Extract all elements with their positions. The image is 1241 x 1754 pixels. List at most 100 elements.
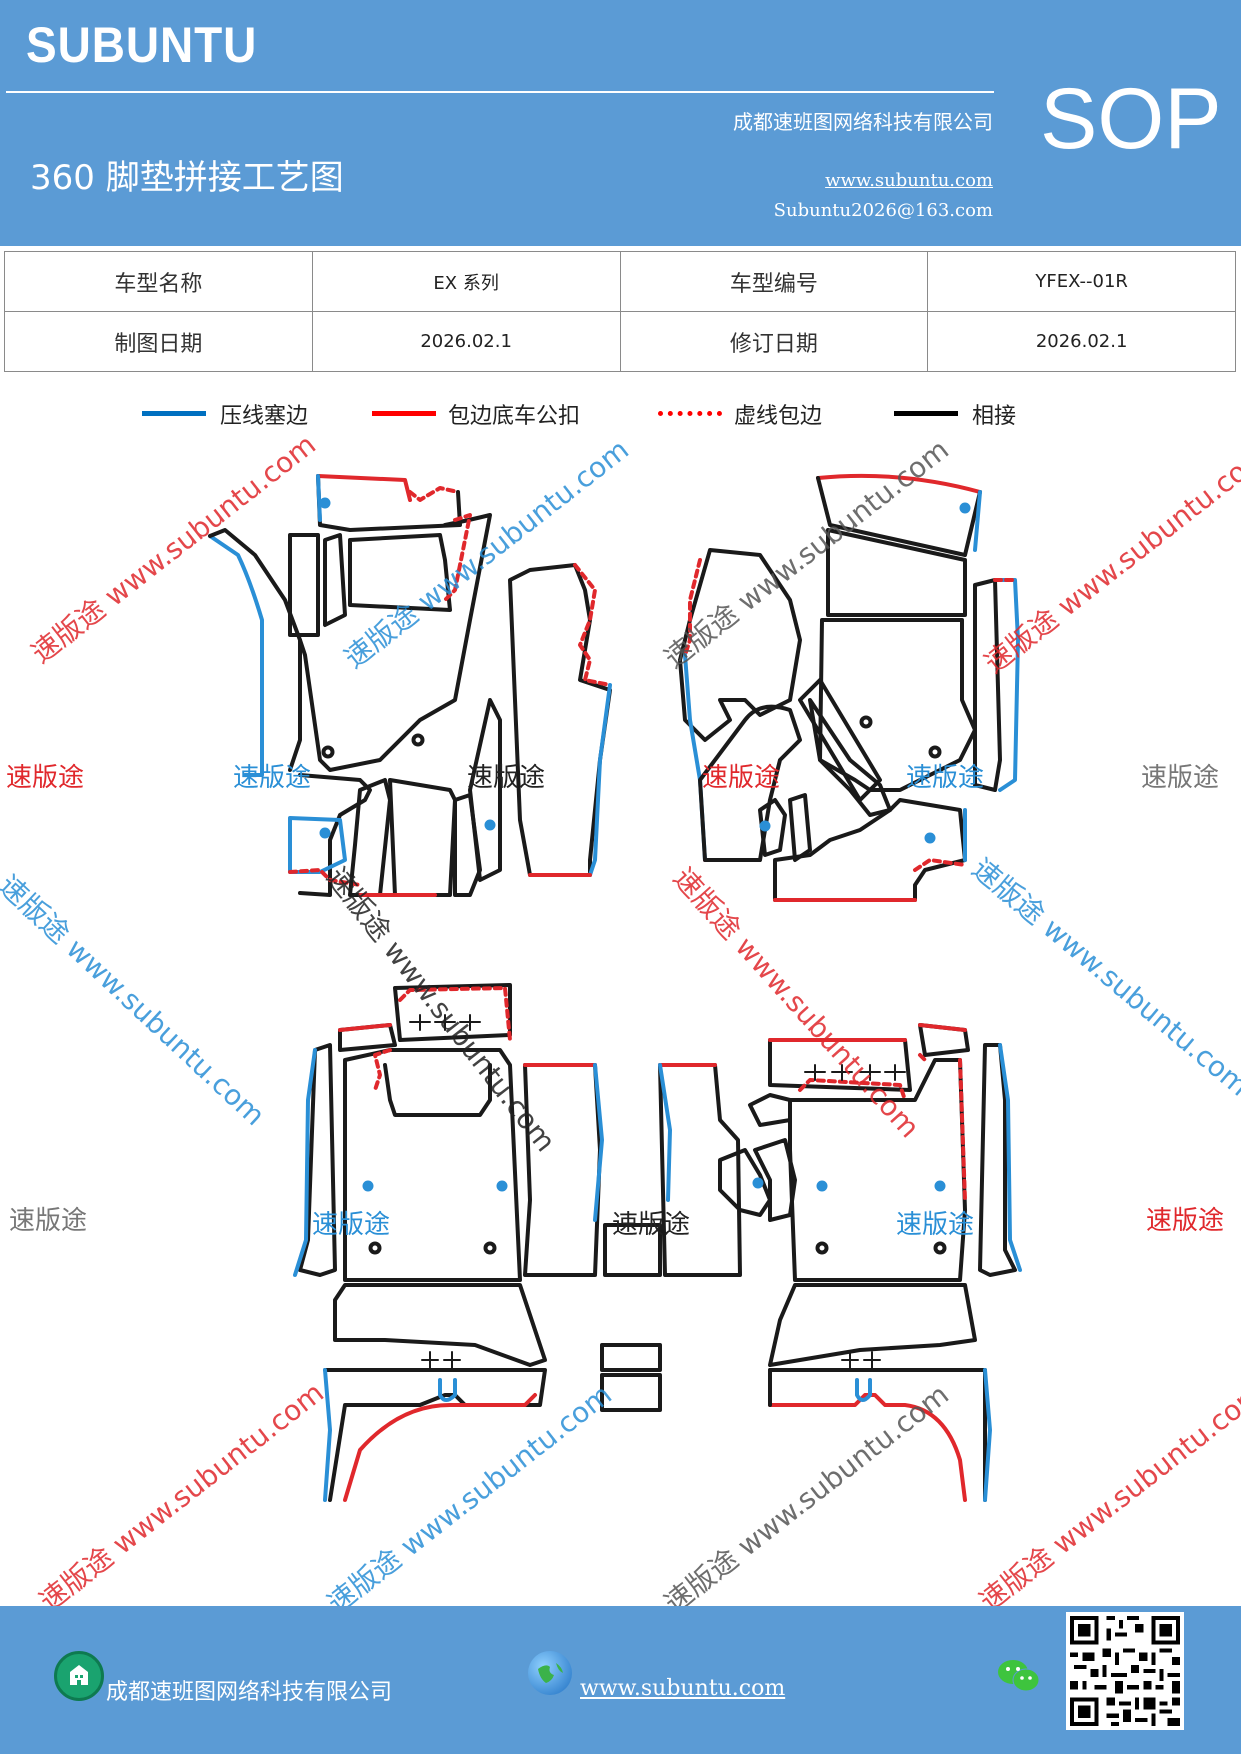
watermark-text: 速版途: [896, 1210, 975, 1240]
mat-edge-dashed: [918, 1053, 927, 1062]
footer-company: 成都速班图网络科技有限公司: [106, 1680, 393, 1705]
mat-edge-dashed: [958, 1058, 967, 1202]
fastener-dot: [924, 832, 936, 844]
diagram-group-bottom-left: [293, 983, 604, 1502]
watermark-text: 速版途: [612, 1210, 691, 1240]
revise-date-label: 修订日期: [619, 311, 929, 372]
legend-label: 压线塞边: [220, 404, 309, 429]
draw-date-value: 2026.02.1: [311, 311, 621, 372]
legend-swatch-black: [894, 411, 958, 416]
fastener-hole: [933, 1241, 947, 1255]
mat-piece: [748, 1093, 792, 1127]
globe-icon: [528, 1651, 572, 1695]
footer-banner: 成都速班图网络科技有限公司 www.subuntu.com: [0, 1606, 1241, 1754]
mat-edge-blue: [593, 1063, 604, 1222]
legend-label: 相接: [972, 404, 1017, 429]
mat-piece: [698, 704, 802, 862]
mat-piece-blue: [288, 816, 347, 874]
mat-edge-blue: [588, 683, 612, 877]
mat-edge-dashed: [408, 486, 460, 502]
fastener-dot: [484, 819, 496, 831]
mat-edge-red: [343, 1393, 537, 1502]
mat-edge-blue: [293, 1048, 317, 1277]
mat-edge-red: [316, 474, 412, 502]
table-row: 制图日期 2026.02.1 修订日期 2026.02.1: [4, 311, 1236, 372]
document-title: 360 脚垫拼接工艺图: [30, 158, 344, 198]
mat-edge-red: [768, 1393, 967, 1502]
model-code-value: YFEX--01R: [927, 251, 1236, 312]
mat-edge-red: [918, 1023, 967, 1032]
mat-edge-blue: [316, 474, 322, 522]
mat-piece: [753, 1138, 797, 1222]
mat-edge-dashed: [373, 1048, 392, 1092]
mat-piece: [288, 533, 320, 637]
mat-edge-blue: [855, 1378, 872, 1402]
mat-piece: [658, 1063, 742, 1277]
mat-edge-black: [316, 474, 462, 532]
mat-edge-dashed: [798, 1078, 907, 1102]
table-row: 车型名称 EX 系列 车型编号 YFEX--01R: [4, 251, 1236, 312]
header-divider: [6, 91, 994, 93]
wechat-icon[interactable]: [996, 1656, 1042, 1696]
stitch-marks: [841, 1351, 881, 1369]
mat-edge-dashed: [443, 513, 472, 602]
fastener-hole: [368, 1241, 382, 1255]
mat-edge-dashed: [573, 563, 612, 687]
stitch-marks: [421, 1351, 461, 1369]
footer-website-link[interactable]: www.subuntu.com: [580, 1676, 786, 1701]
mat-piece: [758, 798, 787, 857]
sop-badge: SOP: [1040, 71, 1222, 167]
fastener-hole: [321, 745, 335, 759]
mat-piece-center: [600, 1373, 662, 1412]
fastener-hole: [411, 733, 425, 747]
draw-date-label: 制图日期: [4, 311, 313, 372]
mat-edge-blue: [323, 1368, 332, 1502]
mat-piece: [768, 1283, 977, 1367]
revise-date-value: 2026.02.1: [927, 311, 1236, 372]
fastener-dot: [816, 1180, 828, 1192]
legend-swatch-dashed: [658, 411, 722, 416]
mat-piece: [798, 678, 882, 802]
watermark-text: 速版途: [233, 763, 312, 793]
fastener-dot: [752, 1177, 764, 1189]
model-info-table: 车型名称 EX 系列 车型编号 YFEX--01R 制图日期 2026.02.1…: [4, 251, 1236, 372]
diagram-group-bottom-right: [748, 1023, 1022, 1502]
diagram-group-top-left: [208, 474, 612, 897]
header-email[interactable]: Subuntu2026@163.com: [773, 200, 993, 221]
diagram-group-top-right: [678, 473, 1020, 902]
fastener-dot: [496, 1180, 508, 1192]
fastener-dot: [959, 502, 971, 514]
mat-edge-dashed: [683, 558, 702, 657]
fastener-dot: [934, 1180, 946, 1192]
mat-piece-center: [600, 1343, 662, 1372]
header-company: 成都速班图网络科技有限公司: [733, 110, 993, 134]
header-website-link[interactable]: www.subuntu.com: [825, 170, 993, 191]
mat-piece-main: [298, 513, 492, 772]
fastener-dot: [362, 1180, 374, 1192]
watermark-text: 速版途: [1146, 1206, 1225, 1236]
mat-piece-large: [818, 618, 977, 792]
stitch-marks: [409, 1014, 481, 1031]
watermark-text: 速版途: [906, 763, 985, 793]
mat-piece: [826, 528, 967, 617]
mat-piece-side: [973, 578, 1002, 792]
qr-code-icon[interactable]: [1066, 1612, 1184, 1730]
mat-piece: [468, 698, 502, 882]
model-name-value: EX 系列: [311, 251, 621, 312]
stitch-marks: [804, 1064, 906, 1081]
mat-edge-dashed: [288, 868, 362, 887]
watermark-text: 速版途: [9, 1206, 88, 1236]
fastener-dot: [319, 497, 331, 509]
mat-edge-red: [816, 473, 982, 494]
mat-piece: [453, 793, 482, 897]
mat-piece: [808, 698, 892, 817]
mat-edge-blue: [983, 1368, 992, 1502]
mat-edge-red: [338, 1023, 392, 1032]
watermark-text: 速版途: [312, 1210, 391, 1240]
watermark-text: 速版途: [1141, 763, 1220, 793]
fastener-dot: [319, 827, 331, 839]
mat-piece: [323, 533, 347, 627]
mat-piece: [718, 1148, 772, 1217]
mat-piece: [678, 548, 802, 742]
